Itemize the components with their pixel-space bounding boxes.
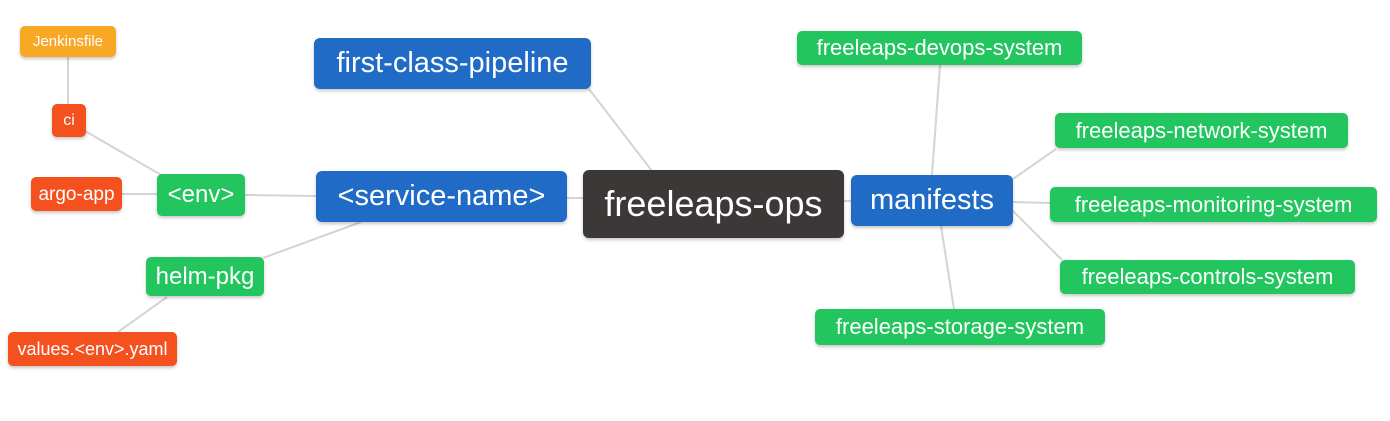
node-ci[interactable]: ci	[52, 104, 86, 137]
edge-env-service-name	[244, 194, 317, 197]
node-values-env-yaml[interactable]: values.<env>.yaml	[8, 332, 177, 366]
node-first-class-pipeline[interactable]: first-class-pipeline	[314, 38, 591, 89]
node-network-system[interactable]: freeleaps-network-system	[1055, 113, 1348, 148]
node-jenkinsfile[interactable]: Jenkinsfile	[20, 26, 116, 57]
edge-manifests-storage	[940, 225, 955, 310]
edge-manifests-network	[1012, 148, 1057, 180]
node-storage-system[interactable]: freeleaps-storage-system	[815, 309, 1105, 345]
node-devops-system[interactable]: freeleaps-devops-system	[797, 31, 1082, 65]
edge-manifests-monitoring	[1012, 201, 1051, 204]
node-manifests[interactable]: manifests	[851, 175, 1013, 226]
edge-values-helm-pkg	[117, 296, 168, 333]
edge-ci-env	[84, 130, 164, 177]
edge-pipeline-root	[588, 88, 653, 172]
node-controls-system[interactable]: freeleaps-controls-system	[1060, 260, 1355, 294]
node-argo-app[interactable]: argo-app	[31, 177, 122, 211]
node-env[interactable]: <env>	[157, 174, 245, 216]
node-monitoring-system[interactable]: freeleaps-monitoring-system	[1050, 187, 1377, 222]
node-service-name[interactable]: <service-name>	[316, 171, 567, 222]
node-freeleaps-ops[interactable]: freeleaps-ops	[583, 170, 844, 238]
edge-manifests-controls	[1012, 210, 1063, 261]
edge-manifests-devops	[931, 64, 941, 176]
node-helm-pkg[interactable]: helm-pkg	[146, 257, 264, 296]
edge-helm-pkg-service-name	[262, 221, 362, 259]
